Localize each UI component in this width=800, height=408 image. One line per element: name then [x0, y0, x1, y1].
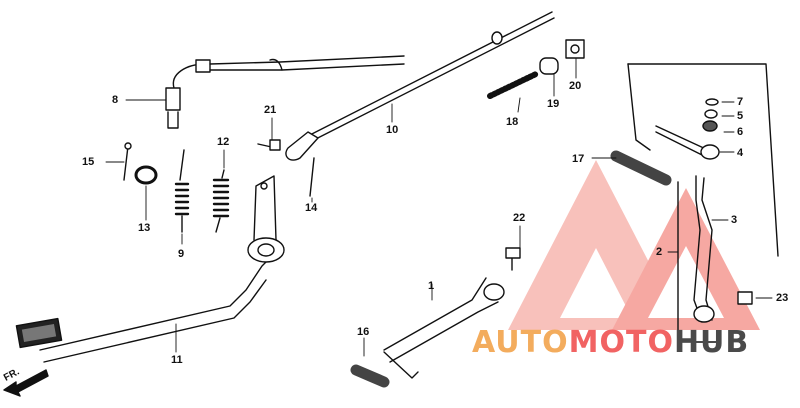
springs-rubbers: [350, 71, 672, 388]
watermark-text-hub: HUB: [673, 325, 750, 360]
callout-10: 10: [386, 124, 399, 136]
callout-2: 2: [656, 246, 663, 258]
front-direction-arrow: [3, 369, 49, 397]
small-fasteners: [123, 139, 315, 197]
callout-4: 4: [737, 147, 744, 159]
callout-15: 15: [82, 156, 95, 168]
callout-21: 21: [264, 104, 277, 116]
callout-16: 16: [357, 326, 370, 338]
callout-19: 19: [547, 98, 560, 110]
watermark-text-moto: MOTO: [568, 325, 674, 360]
watermark-logo: [508, 160, 760, 330]
callout-12: 12: [217, 136, 230, 148]
watermark-text-auto: AUTO: [472, 325, 569, 360]
callout-23: 23: [776, 292, 789, 304]
callout-6: 6: [737, 126, 744, 138]
collar-nut: [539, 39, 585, 75]
callout-20: 20: [569, 80, 582, 92]
callout-1: 1: [428, 280, 435, 292]
callout-14: 14: [305, 202, 318, 214]
callout-11: 11: [171, 354, 183, 366]
callout-18: 18: [506, 116, 519, 128]
callout-9: 9: [178, 248, 185, 260]
link-assembly: [627, 63, 779, 343]
callout-8: 8: [112, 94, 119, 106]
brake-arm: [383, 247, 521, 379]
callout-17: 17: [572, 153, 585, 165]
springs: [174, 149, 230, 233]
callout-13: 13: [138, 222, 151, 234]
callout-5: 5: [737, 110, 744, 122]
callout-3: 3: [731, 214, 738, 226]
callout-22: 22: [513, 212, 526, 224]
brake-light-switch: [165, 55, 405, 129]
leader-lines: [105, 57, 773, 357]
brake-rod: [285, 11, 555, 161]
brake-pedal: [15, 175, 285, 363]
watermark-text: AUTOMOTOHUB: [472, 325, 749, 360]
callout-7: 7: [737, 96, 744, 108]
washer: [134, 165, 158, 185]
